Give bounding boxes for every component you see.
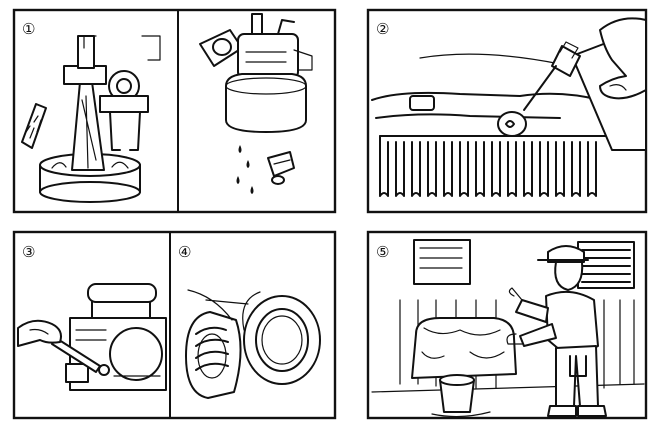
step-number-4: ④ — [178, 243, 191, 261]
window-left — [414, 240, 470, 284]
panel-1: ① — [14, 10, 335, 212]
window-right — [578, 242, 634, 288]
step-number-3: ③ — [22, 243, 35, 261]
panel-5: ⑤ — [368, 232, 646, 418]
oil-fill-port — [498, 112, 526, 136]
panel-3-4: ③ ④ — [14, 232, 335, 418]
panel-2: ② — [368, 10, 646, 212]
covered-engine — [412, 318, 516, 378]
step-number-1: ① — [22, 20, 35, 38]
step-number-2: ② — [376, 20, 389, 38]
step-number-5: ⑤ — [376, 243, 389, 261]
